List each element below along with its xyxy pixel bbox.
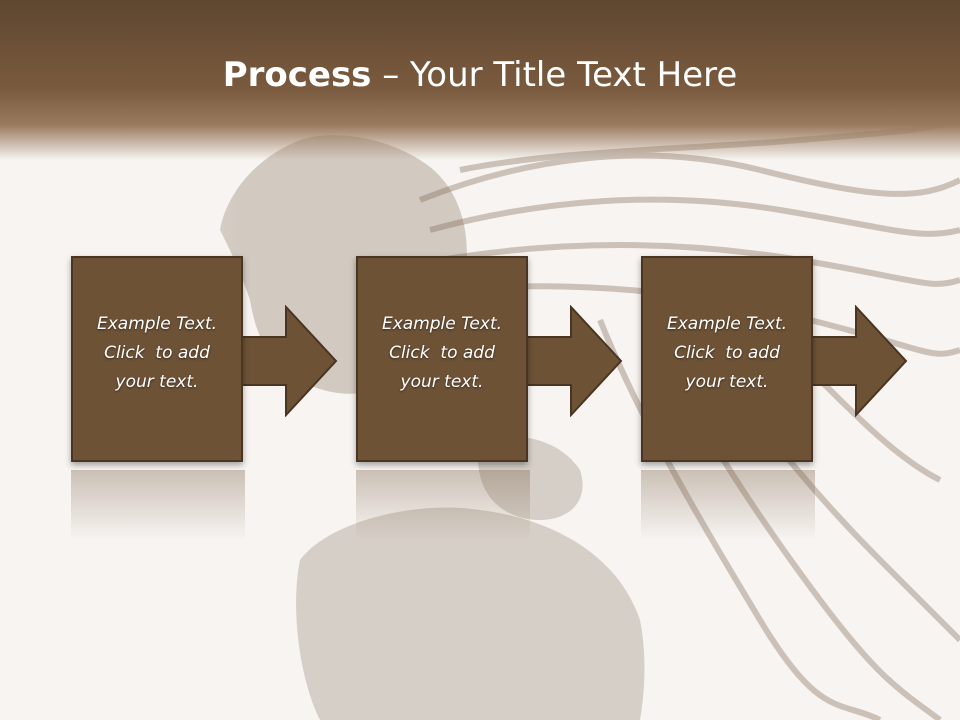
step-2-line-1: Example Text. — [381, 314, 503, 334]
step-1-line-2: Click to add — [104, 343, 210, 363]
step-2-text[interactable]: Example Text. Click to add your text. — [356, 310, 528, 397]
title-rest: – Your Title Text Here — [371, 55, 738, 95]
step-3-line-1: Example Text. — [666, 314, 788, 334]
step-2[interactable]: Example Text. Click to add your text. — [356, 256, 532, 466]
step-3-reflection — [641, 470, 815, 540]
step-3-box — [641, 256, 813, 462]
step-2-arrow-icon — [522, 305, 623, 417]
step-1-box — [71, 256, 243, 462]
step-1-reflection — [71, 470, 245, 540]
step-2-line-3: your text. — [400, 372, 484, 392]
step-3-arrow-icon — [807, 305, 908, 417]
step-2-reflection — [356, 470, 530, 540]
step-3-line-3: your text. — [685, 372, 769, 392]
step-3-line-2: Click to add — [674, 343, 780, 363]
title-bar — [0, 0, 960, 160]
step-3-text[interactable]: Example Text. Click to add your text. — [641, 310, 813, 397]
step-2-line-2: Click to add — [389, 343, 495, 363]
title-bold: Process — [222, 55, 372, 95]
step-1-arrow-icon — [237, 305, 338, 417]
step-1-text[interactable]: Example Text. Click to add your text. — [71, 310, 243, 397]
step-3[interactable]: Example Text. Click to add your text. — [641, 256, 817, 466]
step-1-line-1: Example Text. — [96, 314, 218, 334]
step-1-line-3: your text. — [115, 372, 199, 392]
step-2-box — [356, 256, 528, 462]
slide-title[interactable]: Process – Your Title Text Here — [0, 52, 960, 98]
step-1[interactable]: Example Text. Click to add your text. — [71, 256, 247, 466]
